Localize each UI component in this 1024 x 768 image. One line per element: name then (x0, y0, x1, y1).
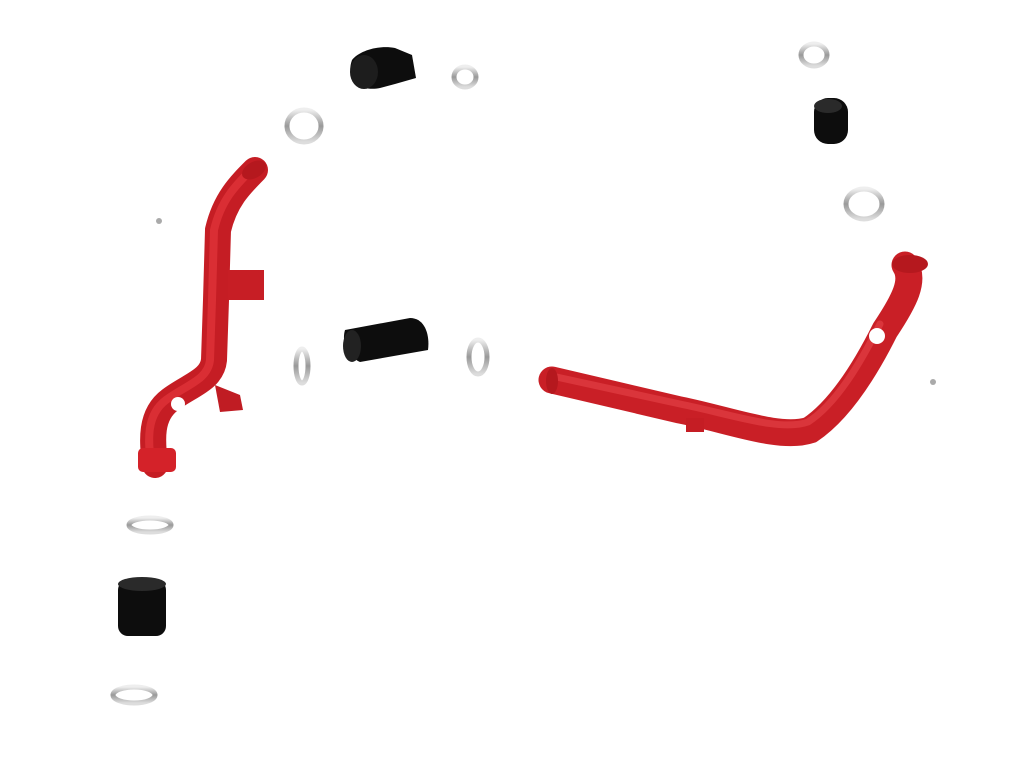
small-fasteners (156, 218, 936, 385)
left-intercooler-tube (138, 157, 268, 478)
black-couplers (118, 47, 848, 636)
afe-logo (869, 328, 885, 344)
hose-clamps (110, 41, 885, 706)
afe-logo (171, 397, 185, 411)
right-intercooler-tube (538, 251, 928, 447)
